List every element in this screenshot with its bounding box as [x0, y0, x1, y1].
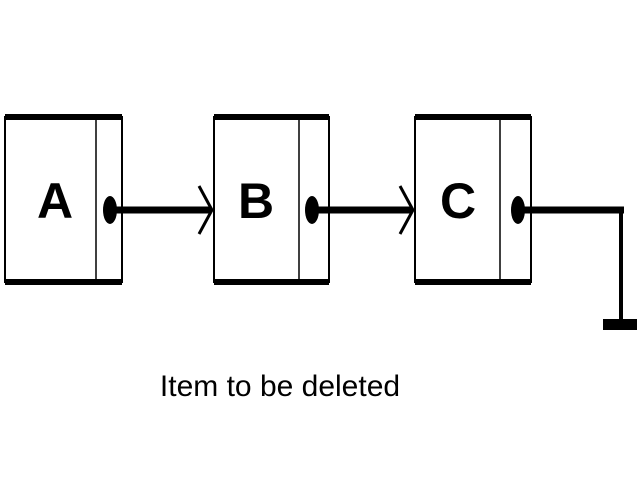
node-c: C: [414, 114, 532, 285]
null-ground-symbol: [603, 319, 637, 330]
node-b-label: B: [238, 173, 274, 229]
link-a-to-b: [103, 185, 214, 235]
arrowhead-b-c: [398, 185, 415, 235]
link-c-to-null: [511, 196, 637, 330]
link-b-to-c: [305, 185, 415, 235]
node-a-label: A: [37, 173, 73, 229]
caption: Item to be deleted: [160, 370, 400, 403]
arrowhead-a-b: [197, 185, 214, 235]
node-a: A: [4, 114, 123, 285]
node-a-box: [4, 116, 123, 283]
node-c-label: C: [440, 173, 476, 229]
